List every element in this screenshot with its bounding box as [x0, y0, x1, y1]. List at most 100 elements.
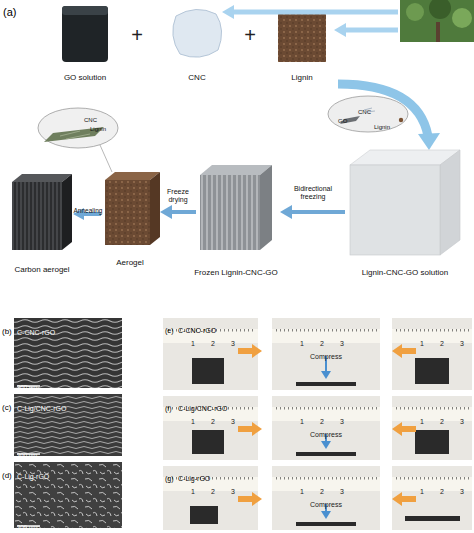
solution-cube [350, 150, 460, 255]
ruler-number: 2 [320, 418, 324, 426]
ruler-number: 3 [460, 488, 464, 496]
orange-arrow [238, 344, 416, 506]
ruler-number: 1 [300, 488, 304, 496]
panel-letter: (g) [165, 475, 174, 483]
ruler [392, 407, 472, 421]
lignin-powder [278, 12, 326, 62]
label-holder: + [244, 24, 256, 47]
panel-letter: (e) [165, 327, 174, 335]
tree-photo [436, 22, 440, 42]
sem-image [14, 462, 122, 528]
ruler-number: 3 [340, 488, 344, 496]
inset-label: Lignin [374, 124, 390, 131]
label-holder: 3 [460, 410, 464, 428]
label-holder: 3 [460, 480, 464, 498]
ruler-number: 3 [340, 418, 344, 426]
label-holder: Lignin-CNC-GO solution [362, 261, 448, 279]
stage-label: Frozen Lignin-CNC-GO [194, 268, 278, 277]
inset-label: CNC [358, 109, 371, 116]
ruler [272, 329, 380, 343]
ruler [272, 477, 380, 491]
ruler-number: 1 [300, 340, 304, 348]
callout-label: Lignin [90, 126, 106, 133]
label-holder: 2 [211, 332, 215, 350]
step-label: Freeze drying [159, 188, 197, 204]
ruler [275, 477, 377, 480]
panel-letter: (a) [3, 6, 16, 19]
photo-background [392, 466, 472, 530]
label-holder: CNC [84, 108, 97, 126]
aerogel-sample [192, 358, 224, 384]
aerogel-sample [296, 522, 356, 526]
frozen-cube [200, 165, 272, 250]
label-holder: 3 [340, 480, 344, 498]
ruler-number: 2 [211, 418, 215, 426]
orange-arrow [238, 492, 262, 506]
label-holder: Frozen Lignin-CNC-GO [194, 261, 278, 279]
stage-label: Lignin-CNC-GO solution [362, 268, 448, 277]
ruler-number: 3 [231, 340, 235, 348]
source-arrows [232, 10, 398, 15]
label-holder: 1 [420, 410, 424, 428]
label-holder: Carbon aerogel [14, 258, 69, 276]
label-holder: C-CNC-rGO [178, 319, 216, 337]
label-holder: 1 [300, 332, 304, 350]
orange-arrow [392, 344, 416, 358]
source-arrows [222, 5, 234, 19]
aerogel-sample [415, 358, 449, 384]
carbon-aerogel-cube [12, 182, 62, 250]
label-holder: Lignin [374, 115, 390, 133]
label-holder: C-Lig/CNC-rGO [17, 397, 66, 415]
sample-name: C-Lig/CNC-rGO [17, 405, 66, 413]
ruler [163, 329, 472, 491]
callout-label: CNC [84, 117, 97, 124]
ruler [395, 477, 469, 480]
ruler-number: 3 [340, 340, 344, 348]
sem-image [14, 394, 122, 456]
freeze-drying-arrow [160, 205, 172, 219]
ruler-number: 2 [440, 488, 444, 496]
label-holder: Lignin [291, 66, 312, 84]
label-holder: 3 [460, 332, 464, 350]
label-holder: 2 [320, 410, 324, 428]
material-label: GO solution [64, 73, 106, 82]
aerogel-cube [105, 172, 160, 245]
ruler [275, 329, 377, 332]
ruler [272, 407, 380, 421]
compress-arrow [321, 441, 331, 449]
label-holder: 1 [300, 480, 304, 498]
label-holder: 2 [440, 332, 444, 350]
sem-image [14, 318, 122, 388]
photo-background [392, 396, 472, 460]
sample-name: C-CNC-rGO [17, 329, 55, 337]
label-holder: C-Lig/CNC-rGO [178, 397, 227, 415]
aerogel-sample [415, 430, 449, 454]
label-holder: 3 [340, 332, 344, 350]
label-holder: 1 [420, 332, 424, 350]
label-holder: 3 [340, 410, 344, 428]
tree-photo [452, 8, 472, 28]
label-holder: 300 μm [17, 443, 37, 461]
label-holder: (b) [2, 320, 12, 338]
stage-label: Carbon aerogel [14, 265, 69, 274]
label-holder: Bidirectional freezing [285, 185, 341, 201]
cnc-gel [173, 9, 222, 57]
ruler-number: 1 [300, 418, 304, 426]
aerogel-sample [190, 358, 460, 526]
photo-background [272, 466, 380, 530]
mixture-inset [328, 96, 408, 132]
ruler-number: 2 [211, 340, 215, 348]
solution-cube [440, 150, 460, 255]
sheet-callout [100, 145, 112, 172]
label-holder: 3 [231, 410, 235, 428]
ruler-number: 2 [211, 488, 215, 496]
carbon-aerogel-cube [12, 174, 72, 250]
label-holder: 2 [440, 410, 444, 428]
label-holder: (g) [165, 467, 174, 485]
aerogel-sample [296, 382, 356, 386]
label-holder: CNC [188, 66, 205, 84]
panel-letter: (d) [2, 471, 12, 480]
freeze-drying-arrow [170, 210, 196, 214]
go-solution-jar [62, 6, 108, 62]
sample-name: C-Lig-rGO [178, 475, 210, 483]
